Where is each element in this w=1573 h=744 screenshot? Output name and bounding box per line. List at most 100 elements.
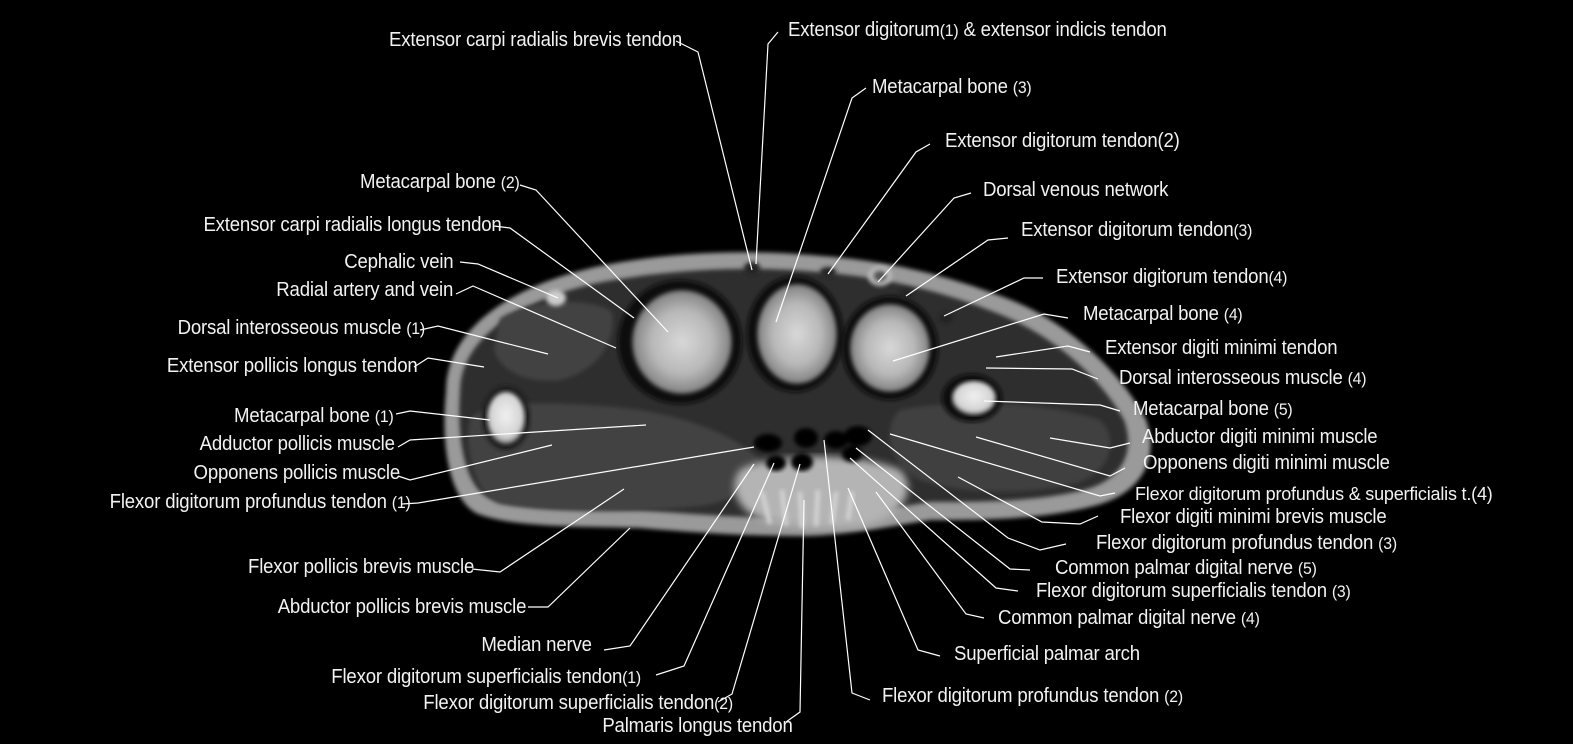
metacarpal-4 [850,304,930,392]
label-text: Cephalic vein [343,251,454,273]
label-text: Metacarpal bone [1083,303,1224,325]
label-fdmb: Flexor digiti minimi brevis muscle [1120,506,1387,528]
label-opppoll: Opponens pollicis muscle [193,462,400,484]
label-text: Extensor carpi radialis longus tendon [203,214,502,236]
label-text: Metacarpal bone [360,171,502,193]
label-number: (1) [939,21,959,40]
label-text: Flexor digitorum profundus tendon [882,685,1165,707]
label-fds2: Flexor digitorum superficialis tendon(2) [424,692,734,715]
metacarpal-5 [952,381,996,415]
label-text: Metacarpal bone [234,405,376,427]
label-number: (5) [1297,559,1317,578]
label-text: Extensor digitorum tendon [1021,219,1234,241]
label-text: Extensor pollicis longus tendon [167,355,418,377]
label-ed3: Extensor digitorum tendon(3) [1021,219,1252,242]
label-number: (2) [501,173,520,192]
label-text: Opponens pollicis muscle [193,462,400,484]
label-epl: Extensor pollicis longus tendon [167,355,418,377]
label-cephalic: Cephalic vein [344,251,453,273]
label-text: Flexor digitorum profundus & superficial… [1135,484,1493,504]
label-text: Abductor pollicis brevis muscle [278,596,527,618]
label-ecrb: Extensor carpi radialis brevis tendon [389,29,682,51]
label-fds3: Flexor digitorum superficialis tendon (3… [1036,580,1351,603]
label-text: Extensor digitorum [788,19,940,41]
label-number: (2) [714,694,734,713]
label-dvn: Dorsal venous network [983,179,1168,201]
label-text: Extensor carpi radialis brevis tendon [389,29,683,51]
label-number: (5) [1273,400,1293,419]
label-mc2: Metacarpal bone (2) [360,171,520,194]
label-text: Palmaris longus tendon [602,715,793,737]
label-text: Extensor digitorum tendon(2) [945,130,1180,152]
label-median: Median nerve [480,634,592,656]
label-cpdn5: Common palmar digital nerve (5) [1055,557,1317,580]
label-text: Flexor digitorum profundus tendon [109,491,392,513]
metacarpal-3 [757,284,837,384]
label-number: (3) [1233,221,1253,240]
label-fpb: Flexor pollicis brevis muscle [248,556,474,578]
label-text: Metacarpal bone [872,76,1013,98]
label-mc1: Metacarpal bone (1) [234,405,394,428]
label-text: Extensor digiti minimi tendon [1105,337,1338,359]
label-number: (1) [405,319,425,338]
label-text: Flexor pollicis brevis muscle [247,556,475,578]
label-number: (2) [1164,687,1183,706]
label-text: Dorsal venous network [983,179,1169,201]
label-text: Common palmar digital nerve [1055,557,1298,579]
label-number: (4) [1268,268,1288,287]
label-mc5: Metacarpal bone (5) [1133,398,1293,421]
label-text: Abductor digiti minimi muscle [1142,426,1378,448]
label-spa: Superficial palmar arch [954,643,1140,665]
label-text: Dorsal interosseous muscle [177,317,406,339]
label-apb: Abductor pollicis brevis muscle [278,596,527,618]
label-pl: Palmaris longus tendon [602,715,792,737]
label-mc3: Metacarpal bone (3) [872,76,1032,99]
hand-cross-section [444,252,1151,536]
label-cpdn4: Common palmar digital nerve (4) [998,607,1260,630]
label-text: Extensor digitorum tendon [1056,266,1269,288]
label-number: (4) [1347,369,1367,388]
label-number: (4) [1223,305,1243,324]
label-radial: Radial artery and vein [276,279,453,301]
label-text: Adductor pollicis muscle [199,433,395,455]
label-number: (3) [1331,582,1351,601]
palmar-fat [734,456,908,528]
label-ed2: Extensor digitorum tendon(2) [945,130,1180,152]
label-di1: Dorsal interosseous muscle (1) [177,317,425,340]
metacarpal-1-marrow [487,392,525,444]
label-text: Flexor digitorum superficialis tendon [331,666,623,688]
label-number: (1) [391,493,411,512]
label-number: (3) [1378,534,1397,553]
label-fdps4: Flexor digitorum profundus & superficial… [1135,483,1493,505]
label-text: Flexor digitorum superficialis tendon [423,692,715,714]
label-number: (4) [1240,609,1260,628]
label-text: Dorsal interosseous muscle [1119,367,1348,389]
label-text: Common palmar digital nerve [998,607,1241,629]
label-fdp2: Flexor digitorum profundus tendon (2) [882,685,1183,708]
label-text: Flexor digitorum profundus tendon [1096,532,1379,554]
label-di4: Dorsal interosseous muscle (4) [1119,367,1367,390]
label-fdp1: Flexor digitorum profundus tendon (1) [110,491,411,514]
label-text: Median nerve [480,634,592,656]
label-text: Opponens digiti minimi muscle [1143,452,1390,474]
label-fdp3: Flexor digitorum profundus tendon (3) [1096,532,1397,555]
label-text-tail: & extensor indicis tendon [958,19,1167,41]
label-text: Radial artery and vein [276,279,454,301]
label-fds1: Flexor digitorum superficialis tendon(1) [332,666,642,689]
label-addpoll: Adductor pollicis muscle [200,433,395,455]
label-text: Metacarpal bone [1133,398,1274,420]
label-text: Flexor digiti minimi brevis muscle [1120,506,1387,528]
metacarpal-2 [632,290,732,394]
label-odm: Opponens digiti minimi muscle [1143,452,1390,474]
label-ecrl: Extensor carpi radialis longus tendon [203,214,501,236]
label-adm: Abductor digiti minimi muscle [1142,426,1378,448]
hypothenar-muscle-mass [889,403,1111,492]
label-text: Flexor digitorum superficialis tendon [1036,580,1332,602]
label-text: Superficial palmar arch [954,643,1140,665]
label-ed4: Extensor digitorum tendon(4) [1056,266,1287,289]
label-mc4: Metacarpal bone (4) [1083,303,1243,326]
label-number: (3) [1012,78,1032,97]
label-number: (1) [622,668,642,687]
label-number: (1) [375,407,394,426]
